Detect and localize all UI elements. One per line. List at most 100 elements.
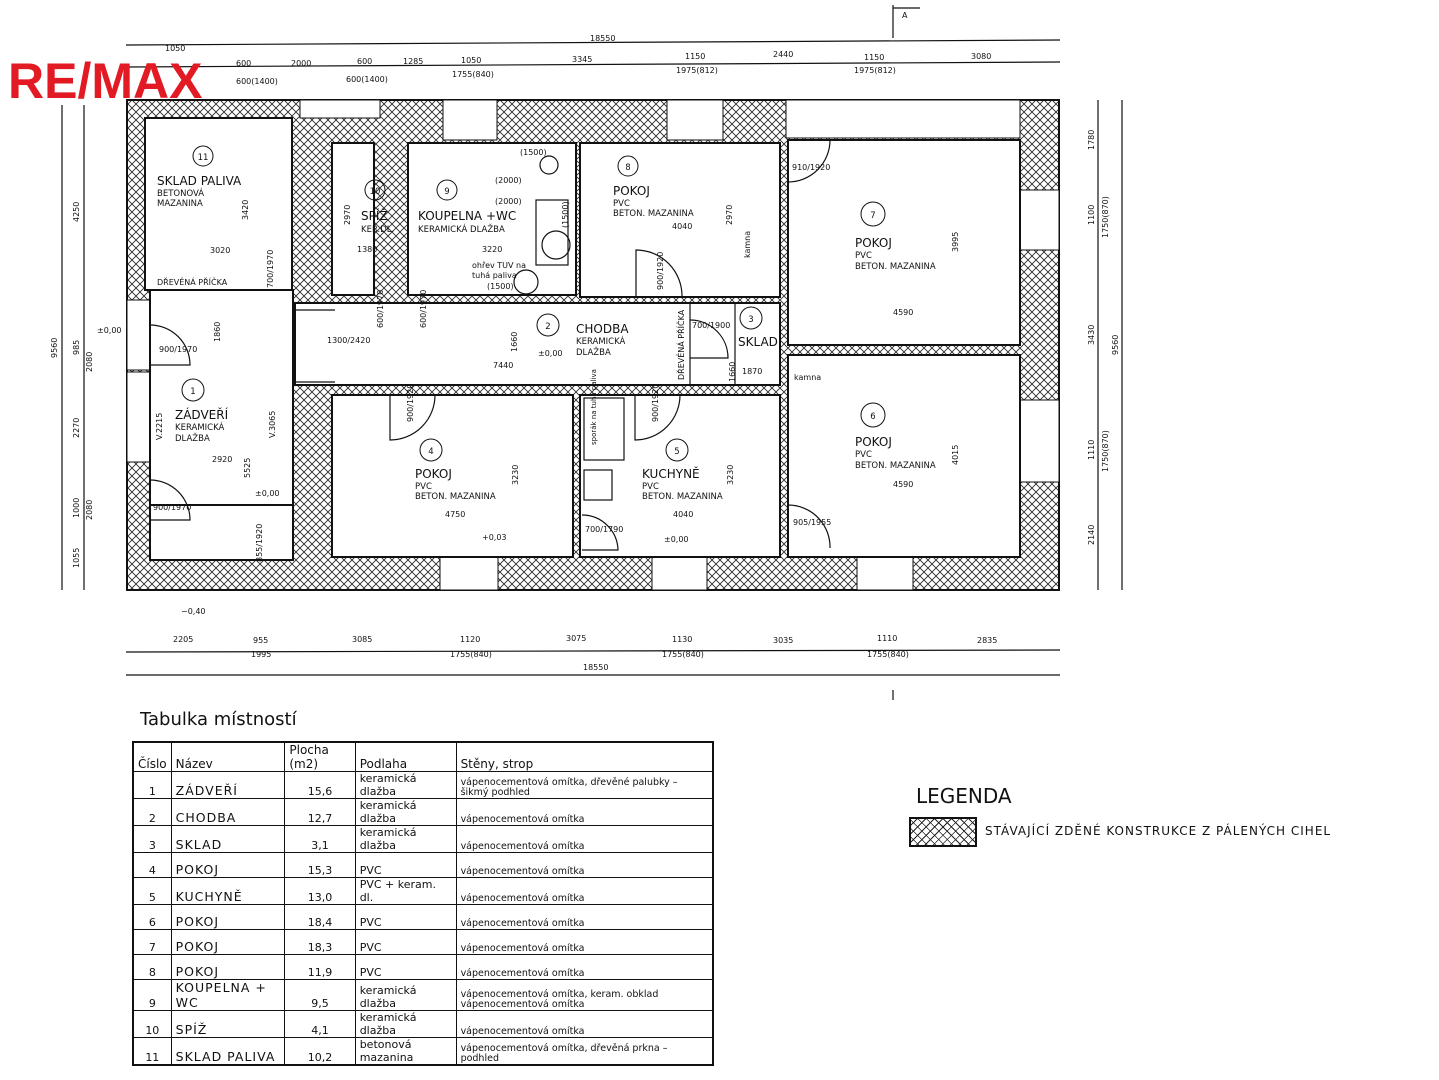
cell-number: 8 — [133, 954, 172, 980]
plan-label: 910/1920 — [792, 163, 830, 172]
plan-label: ZÁDVEŘÍ — [175, 407, 229, 422]
plan-label: +0,03 — [482, 533, 507, 542]
header-walls: Stěny, strop — [456, 742, 714, 772]
plan-label: 2440 — [773, 50, 793, 59]
cell-name: POKOJ — [171, 954, 286, 980]
plan-label: 4590 — [893, 308, 913, 317]
plan-label: 600(1400) — [346, 75, 388, 84]
cell-walls: vápenocementová omítka — [456, 904, 714, 930]
plan-label: 1660 — [510, 332, 519, 352]
plan-label: 1975(812) — [854, 66, 896, 75]
plan-label: DLAŽBA — [175, 432, 210, 444]
cell-area: 15,6 — [284, 771, 356, 799]
plan-label: 1100 — [1087, 205, 1096, 225]
plan-label: KOUPELNA +WC — [418, 209, 516, 223]
plan-label: 3035 — [773, 636, 793, 645]
header-area: Plocha (m2) — [284, 742, 356, 772]
plan-label: PVC — [613, 199, 630, 209]
plan-label: 2205 — [173, 635, 193, 644]
cell-name: POKOJ — [171, 904, 286, 930]
cell-walls: vápenocementová omítka, dřevěná prkna – … — [456, 1037, 714, 1066]
plan-label: 2140 — [1087, 525, 1096, 545]
plan-label: PVC — [855, 251, 872, 261]
plan-label: 4250 — [72, 202, 81, 222]
plan-label: SKLAD PALIVA — [157, 174, 242, 188]
plan-label: 1050 — [165, 44, 185, 53]
plan-label: 2835 — [977, 636, 997, 645]
plan-label: V.2215 — [155, 413, 164, 440]
plan-label: 4 — [428, 447, 433, 457]
room-7 — [787, 139, 1021, 346]
cell-floor: PVC — [355, 954, 457, 980]
cell-number: 6 — [133, 904, 172, 930]
plan-label: −0,40 — [181, 607, 206, 616]
plan-label: KERAMICKÁ DLAŽBA — [418, 223, 505, 235]
room-table-title: Tabulka místností — [140, 709, 297, 730]
plan-label: 4590 — [893, 480, 913, 489]
header-name: Název — [171, 742, 286, 772]
plan-label: 3075 — [566, 634, 586, 643]
plan-label: 1755(840) — [450, 650, 492, 659]
room-8 — [579, 142, 781, 298]
cell-area: 9,5 — [284, 979, 356, 1011]
cell-name: KOUPELNA + WC — [171, 979, 286, 1011]
plan-label: 9 — [444, 187, 449, 197]
plan-label: (2000) — [495, 176, 522, 185]
plan-label: BETON. MAZANINA — [855, 461, 936, 471]
cell-number: 1 — [133, 771, 172, 799]
plan-label: 1750(870) — [1101, 430, 1110, 472]
plan-label: 3345 — [572, 55, 592, 64]
plan-label: 700/1790 — [585, 525, 623, 534]
plan-label: BETON. MAZANINA — [855, 262, 936, 272]
plan-label: 2080 — [85, 500, 94, 520]
plan-label: 2970 — [343, 205, 352, 225]
room-table: Číslo Název Plocha (m2) Podlaha Stěny, s… — [132, 741, 714, 1066]
plan-label: (1500) — [561, 201, 570, 228]
plan-label: 1975(812) — [676, 66, 718, 75]
plan-label: 6 — [870, 412, 875, 422]
cell-walls: vápenocementová omítka — [456, 825, 714, 853]
plan-label: MAZANINA — [157, 199, 203, 209]
cell-area: 18,3 — [284, 929, 356, 955]
plan-label: PVC — [855, 450, 872, 460]
plan-label: 3020 — [210, 246, 230, 255]
plan-label: 600/1970 — [419, 290, 428, 328]
plan-label: 3085 — [352, 635, 372, 644]
plan-label: 600(1400) — [236, 77, 278, 86]
plan-label: kamna — [794, 373, 821, 382]
plan-label: 9560 — [1111, 335, 1120, 355]
cell-number: 3 — [133, 825, 172, 853]
plan-label: 1000 — [72, 498, 81, 518]
plan-label: POKOJ — [415, 467, 452, 481]
partitions — [61, 5, 1123, 700]
plan-label: 600/1970 — [376, 290, 385, 328]
cell-walls: vápenocementová omítka — [456, 954, 714, 980]
cell-floor: PVC — [355, 929, 457, 955]
plan-label: kamna — [743, 231, 752, 258]
room-6 — [787, 354, 1021, 558]
room-2 — [294, 302, 781, 386]
plan-label: KUCHYNĚ — [642, 466, 700, 481]
cell-area: 11,9 — [284, 954, 356, 980]
plan-label: 1755(840) — [867, 650, 909, 659]
legend-item: STÁVAJÍCÍ ZDĚNÉ KONSTRUKCE Z PÁLENÝCH CI… — [985, 824, 1332, 838]
cell-area: 3,1 — [284, 825, 356, 853]
cell-floor: PVC + keram. dl. — [355, 877, 457, 905]
plan-label: 1110 — [877, 634, 897, 643]
plan-label: BETON. MAZANINA — [613, 209, 694, 219]
plan-label: 600 — [236, 59, 251, 68]
plan-label: 11 — [198, 153, 209, 163]
plan-label: 900/1920 — [656, 252, 665, 290]
cell-area: 15,3 — [284, 852, 356, 878]
plan-label: 2000 — [291, 59, 311, 68]
plan-label: 985 — [72, 340, 81, 355]
plan-label: 2080 — [85, 352, 94, 372]
plan-label: 1055 — [72, 548, 81, 568]
plan-label: 18550 — [590, 34, 615, 43]
plan-label: V.3065 — [268, 411, 277, 438]
